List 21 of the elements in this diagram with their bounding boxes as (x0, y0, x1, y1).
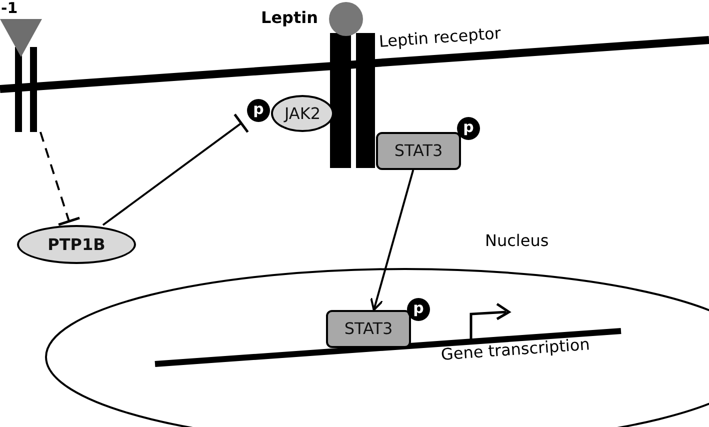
phosphate-circle (457, 117, 480, 140)
protein-name: STAT3 (344, 321, 393, 337)
ligand-label: -1 (1, 0, 18, 17)
protein-ellipse (271, 95, 334, 132)
phosphate-label: p (413, 301, 424, 316)
inhibition-line (102, 113, 249, 226)
phosphate-label: p (463, 120, 474, 135)
ligand-label: Leptin (261, 8, 318, 27)
protein-box (326, 310, 411, 348)
receptor-label: Leptin receptor (378, 24, 502, 51)
arrow (370, 170, 414, 311)
phosphate-circle (407, 298, 430, 321)
process-label: Gene transcription (440, 334, 590, 364)
nucleus-label: Nucleus (485, 232, 549, 250)
phosphate-circle (247, 99, 270, 122)
protein-name: PTP1B (48, 236, 106, 252)
inhibition-line (39, 132, 81, 226)
protein-name: STAT3 (394, 143, 443, 159)
phosphate-label: p (253, 102, 264, 117)
protein-box (376, 132, 461, 170)
protein-name: JAK2 (284, 106, 321, 122)
